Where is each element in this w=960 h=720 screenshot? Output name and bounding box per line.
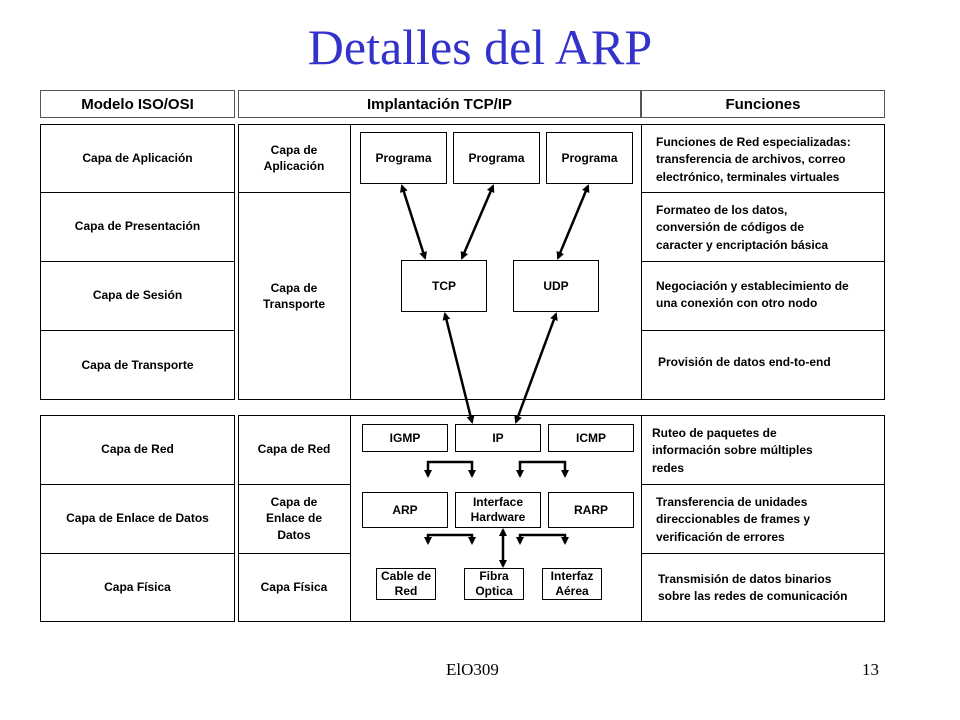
ip-box: IP: [455, 424, 541, 452]
rarp-box: RARP: [548, 492, 634, 528]
icmp-box: ICMP: [548, 424, 634, 452]
separator-line: [350, 124, 351, 400]
tcpip-lower-frame: [238, 415, 885, 622]
row-divider: [40, 261, 235, 262]
link-ip-icmp: [516, 460, 569, 478]
row-divider: [238, 484, 350, 485]
row-divider: [40, 484, 235, 485]
footer-course: ElO309: [446, 660, 499, 679]
programa-box-3: Programa: [546, 132, 633, 184]
osi-fisica: Capa Física: [104, 580, 171, 595]
arp-box: ARP: [362, 492, 448, 528]
row-divider: [641, 330, 885, 331]
fibra-optica-box: Fibra Optica: [464, 568, 524, 600]
funcion-sesion: Negociación y establecimiento de una con…: [656, 279, 849, 311]
tcpip-transporte: Capa de Transporte: [262, 280, 325, 311]
udp-box: UDP: [513, 260, 599, 312]
funcion-presentacion: Formateo de los datos, conversión de cód…: [656, 203, 829, 252]
separator-line: [350, 415, 351, 622]
programa-box-1: Programa: [360, 132, 447, 184]
row-divider: [641, 192, 885, 193]
row-divider: [40, 330, 235, 331]
link-arp-hw: [424, 533, 476, 545]
slide-title: Detalles del ARP: [307, 19, 653, 75]
link-hw-rarp: [516, 533, 569, 545]
tcp-box: TCP: [401, 260, 487, 312]
row-divider: [641, 261, 885, 262]
osi-sesion: Capa de Sesión: [92, 288, 183, 303]
cable-red-box: Cable de Red: [376, 568, 436, 600]
igmp-box: IGMP: [362, 424, 448, 452]
link-igmp-ip: [424, 460, 476, 478]
osi-red: Capa de Red: [101, 442, 174, 457]
funcion-red: Ruteo de paquetes de información sobre m…: [652, 426, 813, 475]
row-divider: [641, 553, 885, 554]
osi-aplicacion: Capa de Aplicación: [82, 150, 193, 165]
header-osi: Modelo ISO/OSI: [40, 90, 235, 118]
osi-enlace: Capa de Enlace de Datos: [66, 511, 209, 526]
funcion-enlace: Transferencia de unidades direccionables…: [656, 495, 811, 544]
tcpip-fisica: Capa Física: [260, 580, 328, 595]
separator-line: [641, 124, 642, 400]
arrow-programa1-tcp: [400, 184, 427, 260]
funcion-transporte: Provisión de datos end-to-end: [658, 355, 831, 369]
arrow-tcp-ip: [442, 312, 475, 424]
arrow-udp-ip: [514, 312, 558, 424]
row-divider: [238, 553, 350, 554]
osi-presentacion: Capa de Presentación: [74, 219, 201, 234]
osi-upper-frame: [40, 124, 235, 400]
osi-transporte: Capa de Transporte: [81, 357, 194, 372]
tcpip-enlace: Capa de Enlace de Datos: [265, 495, 323, 542]
header-tcpip: Implantación TCP/IP: [238, 90, 641, 118]
interface-hardware-box: Interface Hardware: [455, 492, 541, 528]
row-divider: [641, 484, 885, 485]
row-divider: [40, 553, 235, 554]
header-funciones: Funciones: [641, 90, 885, 118]
page-number: 13: [862, 660, 879, 679]
row-divider: [40, 192, 235, 193]
arrow-programa2-tcp: [460, 184, 495, 260]
funcion-fisica: Transmisión de datos binarios sobre las …: [658, 572, 848, 604]
osi-lower-frame: [40, 415, 235, 622]
tcpip-aplicacion: Capa de Aplicación: [263, 142, 325, 173]
tcpip-red: Capa de Red: [257, 442, 331, 457]
row-divider: [238, 192, 350, 193]
separator-line: [641, 415, 642, 622]
funcion-aplicacion: Funciones de Red especializadas: transfe…: [656, 135, 851, 184]
programa-box-2: Programa: [453, 132, 540, 184]
tcpip-upper-frame: [238, 124, 885, 400]
arrow-programa3-udp: [556, 184, 590, 260]
interfaz-aerea-box: Interfaz Aérea: [542, 568, 602, 600]
